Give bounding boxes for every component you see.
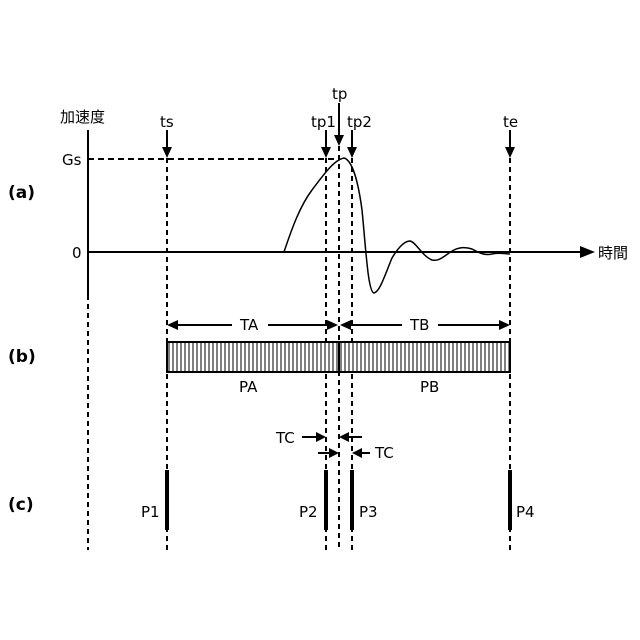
- row-label-b: (b): [8, 347, 36, 367]
- p1-label: P1: [141, 503, 160, 521]
- zero-label: 0: [72, 244, 82, 262]
- y-axis-label: 加速度: [60, 108, 105, 126]
- tp-label: tp: [332, 85, 347, 103]
- tp1-arrow: [321, 130, 331, 158]
- tp1-label: tp1: [311, 113, 336, 131]
- x-axis-arrowhead: [580, 246, 595, 258]
- x-axis-label: 時間: [598, 244, 628, 262]
- tb-label: TB: [409, 316, 429, 334]
- row-label-c: (c): [8, 495, 34, 515]
- tc-lower-label: TC: [374, 444, 394, 462]
- row-label-a: (a): [8, 183, 35, 203]
- ts-label: ts: [160, 113, 174, 131]
- pa-label: PA: [239, 378, 258, 396]
- gs-label: Gs: [62, 151, 82, 169]
- acceleration-waveform: [284, 158, 510, 293]
- p2-label: P2: [299, 503, 318, 521]
- te-label: te: [503, 113, 518, 131]
- ta-label: TA: [239, 316, 259, 334]
- tp2-label: tp2: [347, 113, 372, 131]
- pb-bar: [339, 342, 510, 372]
- p3-label: P3: [359, 503, 378, 521]
- ts-arrow: [162, 130, 172, 158]
- tp2-arrow: [347, 130, 357, 158]
- tc-upper-label: TC: [275, 429, 295, 447]
- pa-bar: [167, 342, 339, 372]
- pb-label: PB: [420, 378, 439, 396]
- te-arrow: [505, 130, 515, 158]
- p4-label: P4: [516, 503, 535, 521]
